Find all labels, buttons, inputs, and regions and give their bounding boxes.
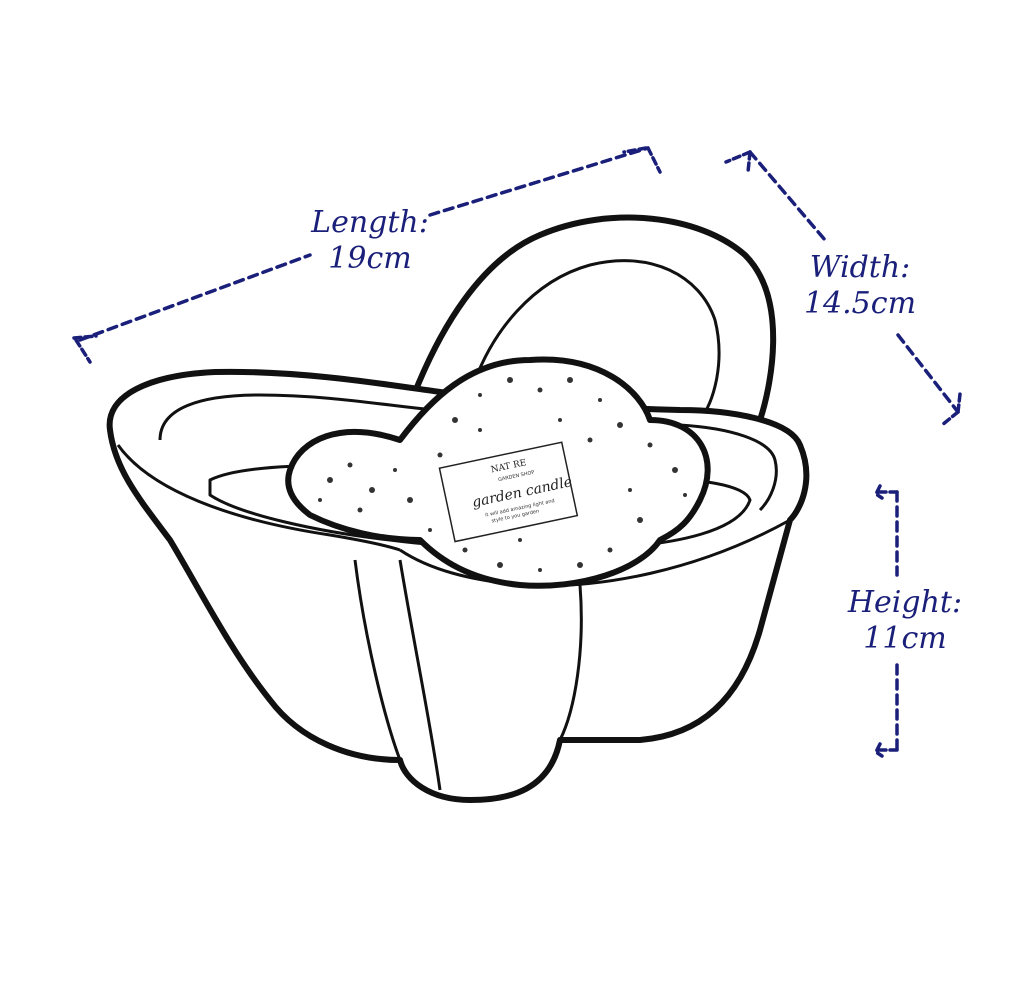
length-title: Length: <box>311 205 429 240</box>
height-value: 11cm <box>863 621 947 656</box>
length-label: Length: 19cm <box>300 205 440 277</box>
length-value: 19cm <box>328 241 412 276</box>
height-title: Height: <box>847 585 963 620</box>
length-arrow <box>72 146 662 364</box>
height-label: Height: 11cm <box>835 585 975 657</box>
width-title: Width: <box>809 250 911 285</box>
width-label: Width: 14.5cm <box>790 250 930 322</box>
height-arrow <box>874 484 899 758</box>
width-arrow <box>724 150 962 427</box>
product-label-card: NAT RE GARDEN SHOP garden candle it will… <box>438 441 579 543</box>
width-value: 14.5cm <box>803 286 917 321</box>
